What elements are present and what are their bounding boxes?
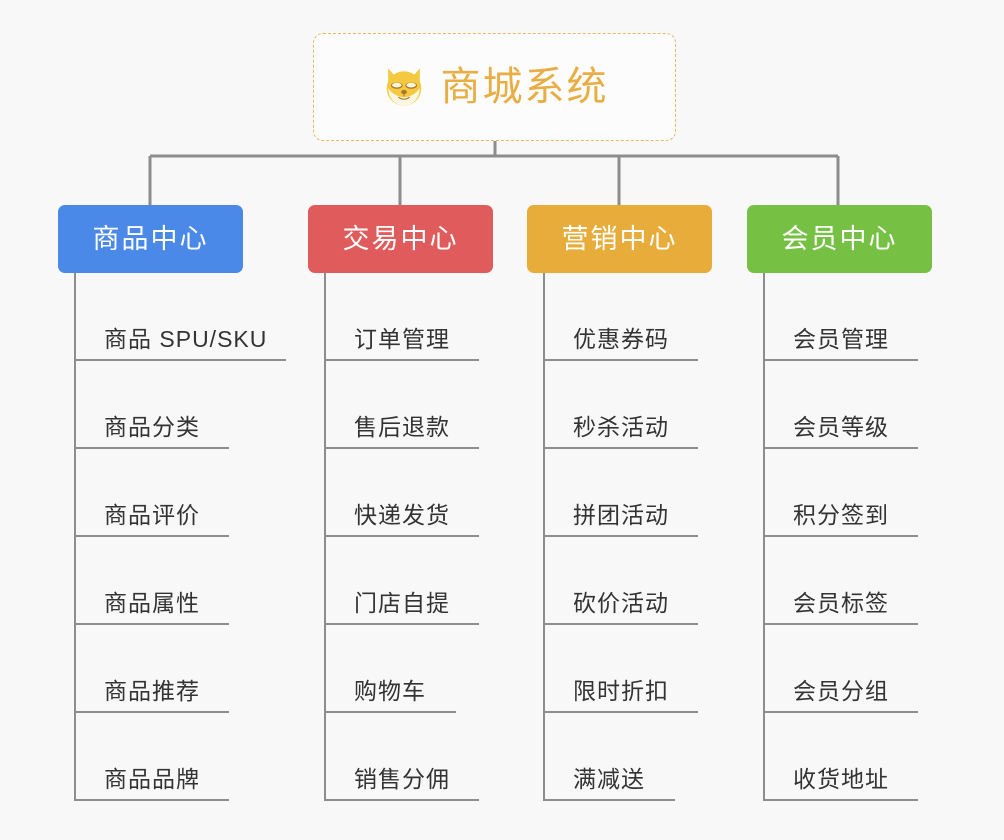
- leaf-underline: [324, 535, 479, 537]
- branch-column-2: 营销中心 优惠券码 秒杀活动 拼团活动 砍价活动: [527, 205, 747, 801]
- leaf-underline: [74, 711, 229, 713]
- leaf-label: 快递发货: [354, 502, 450, 528]
- leaf-item[interactable]: 会员标签: [763, 537, 967, 625]
- leaf-underline: [543, 535, 698, 537]
- leaf-item[interactable]: 会员分组: [763, 625, 967, 713]
- leaf-label: 拼团活动: [573, 502, 669, 528]
- leaf-underline: [324, 359, 479, 361]
- leaf-underline: [763, 799, 918, 801]
- leaf-underline: [543, 623, 698, 625]
- leaf-label: 会员等级: [793, 414, 889, 440]
- leaf-label: 会员管理: [793, 326, 889, 352]
- branch-body-1: 订单管理 售后退款 快递发货 门店自提 购物车: [324, 273, 528, 801]
- branch-title-3: 会员中心: [781, 223, 898, 254]
- leaf-label: 秒杀活动: [573, 414, 669, 440]
- leaf-item[interactable]: 会员等级: [763, 361, 967, 449]
- leaf-underline: [324, 799, 479, 801]
- leaf-underline: [74, 447, 229, 449]
- leaf-underline: [543, 359, 698, 361]
- leaf-item[interactable]: 会员管理: [763, 273, 967, 361]
- leaf-label: 积分签到: [793, 502, 889, 528]
- leaf-item[interactable]: 商品 SPU/SKU: [74, 273, 286, 361]
- leaf-underline: [74, 623, 229, 625]
- branch-title-1: 交易中心: [342, 223, 459, 254]
- root-node[interactable]: 商城系统: [313, 33, 676, 141]
- leaf-item[interactable]: 商品评价: [74, 449, 278, 537]
- leaf-underline: [763, 359, 918, 361]
- branch-column-0: 商品中心 商品 SPU/SKU 商品分类 商品评价 商品属性: [58, 205, 286, 801]
- leaf-underline: [763, 623, 918, 625]
- leaf-item[interactable]: 拼团活动: [543, 449, 747, 537]
- leaf-item[interactable]: 限时折扣: [543, 625, 747, 713]
- leaf-item[interactable]: 订单管理: [324, 273, 528, 361]
- leaf-item[interactable]: 销售分佣: [324, 713, 528, 801]
- leaf-item[interactable]: 快递发货: [324, 449, 528, 537]
- leaf-label: 收货地址: [793, 766, 889, 792]
- leaf-label: 商品品牌: [104, 766, 200, 792]
- leaf-label: 商品评价: [104, 502, 200, 528]
- leaf-underline: [74, 535, 229, 537]
- leaf-item[interactable]: 商品推荐: [74, 625, 278, 713]
- leaf-underline: [324, 447, 479, 449]
- leaf-underline: [543, 447, 698, 449]
- leaf-label: 砍价活动: [573, 590, 669, 616]
- leaf-underline: [324, 623, 479, 625]
- branch-body-3: 会员管理 会员等级 积分签到 会员标签 会员分组: [763, 273, 967, 801]
- leaf-label: 门店自提: [354, 590, 450, 616]
- leaf-label: 优惠券码: [573, 326, 669, 352]
- leaf-underline: [763, 447, 918, 449]
- branch-body-2: 优惠券码 秒杀活动 拼团活动 砍价活动 限时折扣: [543, 273, 747, 801]
- leaf-underline: [543, 711, 698, 713]
- shiba-dog-face-icon: [386, 68, 421, 108]
- leaf-label: 销售分佣: [354, 766, 450, 792]
- leaf-item[interactable]: 砍价活动: [543, 537, 747, 625]
- leaf-item[interactable]: 商品分类: [74, 361, 278, 449]
- leaf-label: 商品 SPU/SKU: [104, 326, 268, 352]
- leaf-item[interactable]: 满减送: [543, 713, 747, 801]
- leaf-item[interactable]: 商品品牌: [74, 713, 278, 801]
- leaf-label: 商品推荐: [104, 678, 200, 704]
- branch-header-1[interactable]: 交易中心: [308, 205, 493, 273]
- leaf-underline: [763, 711, 918, 713]
- leaf-label: 满减送: [573, 766, 645, 792]
- leaf-item[interactable]: 收货地址: [763, 713, 967, 801]
- leaf-item[interactable]: 门店自提: [324, 537, 528, 625]
- branch-title-2: 营销中心: [561, 223, 678, 254]
- leaf-underline: [324, 711, 456, 713]
- leaf-label: 商品属性: [104, 590, 200, 616]
- leaf-label: 商品分类: [104, 414, 200, 440]
- leaf-label: 会员分组: [793, 678, 889, 704]
- leaf-label: 购物车: [354, 678, 426, 704]
- leaf-item[interactable]: 积分签到: [763, 449, 967, 537]
- leaf-item[interactable]: 售后退款: [324, 361, 528, 449]
- leaf-underline: [543, 799, 675, 801]
- root-title: 商城系统: [440, 65, 609, 109]
- branch-title-0: 商品中心: [92, 223, 209, 254]
- leaf-underline: [74, 799, 229, 801]
- branch-column-3: 会员中心 会员管理 会员等级 积分签到 会员标签: [747, 205, 967, 801]
- leaf-label: 订单管理: [354, 326, 450, 352]
- branch-header-0[interactable]: 商品中心: [58, 205, 243, 273]
- leaf-item[interactable]: 购物车: [324, 625, 528, 713]
- leaf-item[interactable]: 秒杀活动: [543, 361, 747, 449]
- branch-header-2[interactable]: 营销中心: [527, 205, 712, 273]
- leaf-label: 会员标签: [793, 590, 889, 616]
- leaf-label: 售后退款: [354, 414, 450, 440]
- branch-column-1: 交易中心 订单管理 售后退款 快递发货 门店自提: [308, 205, 528, 801]
- leaf-item[interactable]: 优惠券码: [543, 273, 747, 361]
- leaf-underline: [74, 359, 286, 361]
- leaf-item[interactable]: 商品属性: [74, 537, 278, 625]
- branch-body-0: 商品 SPU/SKU 商品分类 商品评价 商品属性 商品推荐: [74, 273, 286, 801]
- leaf-label: 限时折扣: [573, 678, 669, 704]
- branch-header-3[interactable]: 会员中心: [747, 205, 932, 273]
- leaf-underline: [763, 535, 918, 537]
